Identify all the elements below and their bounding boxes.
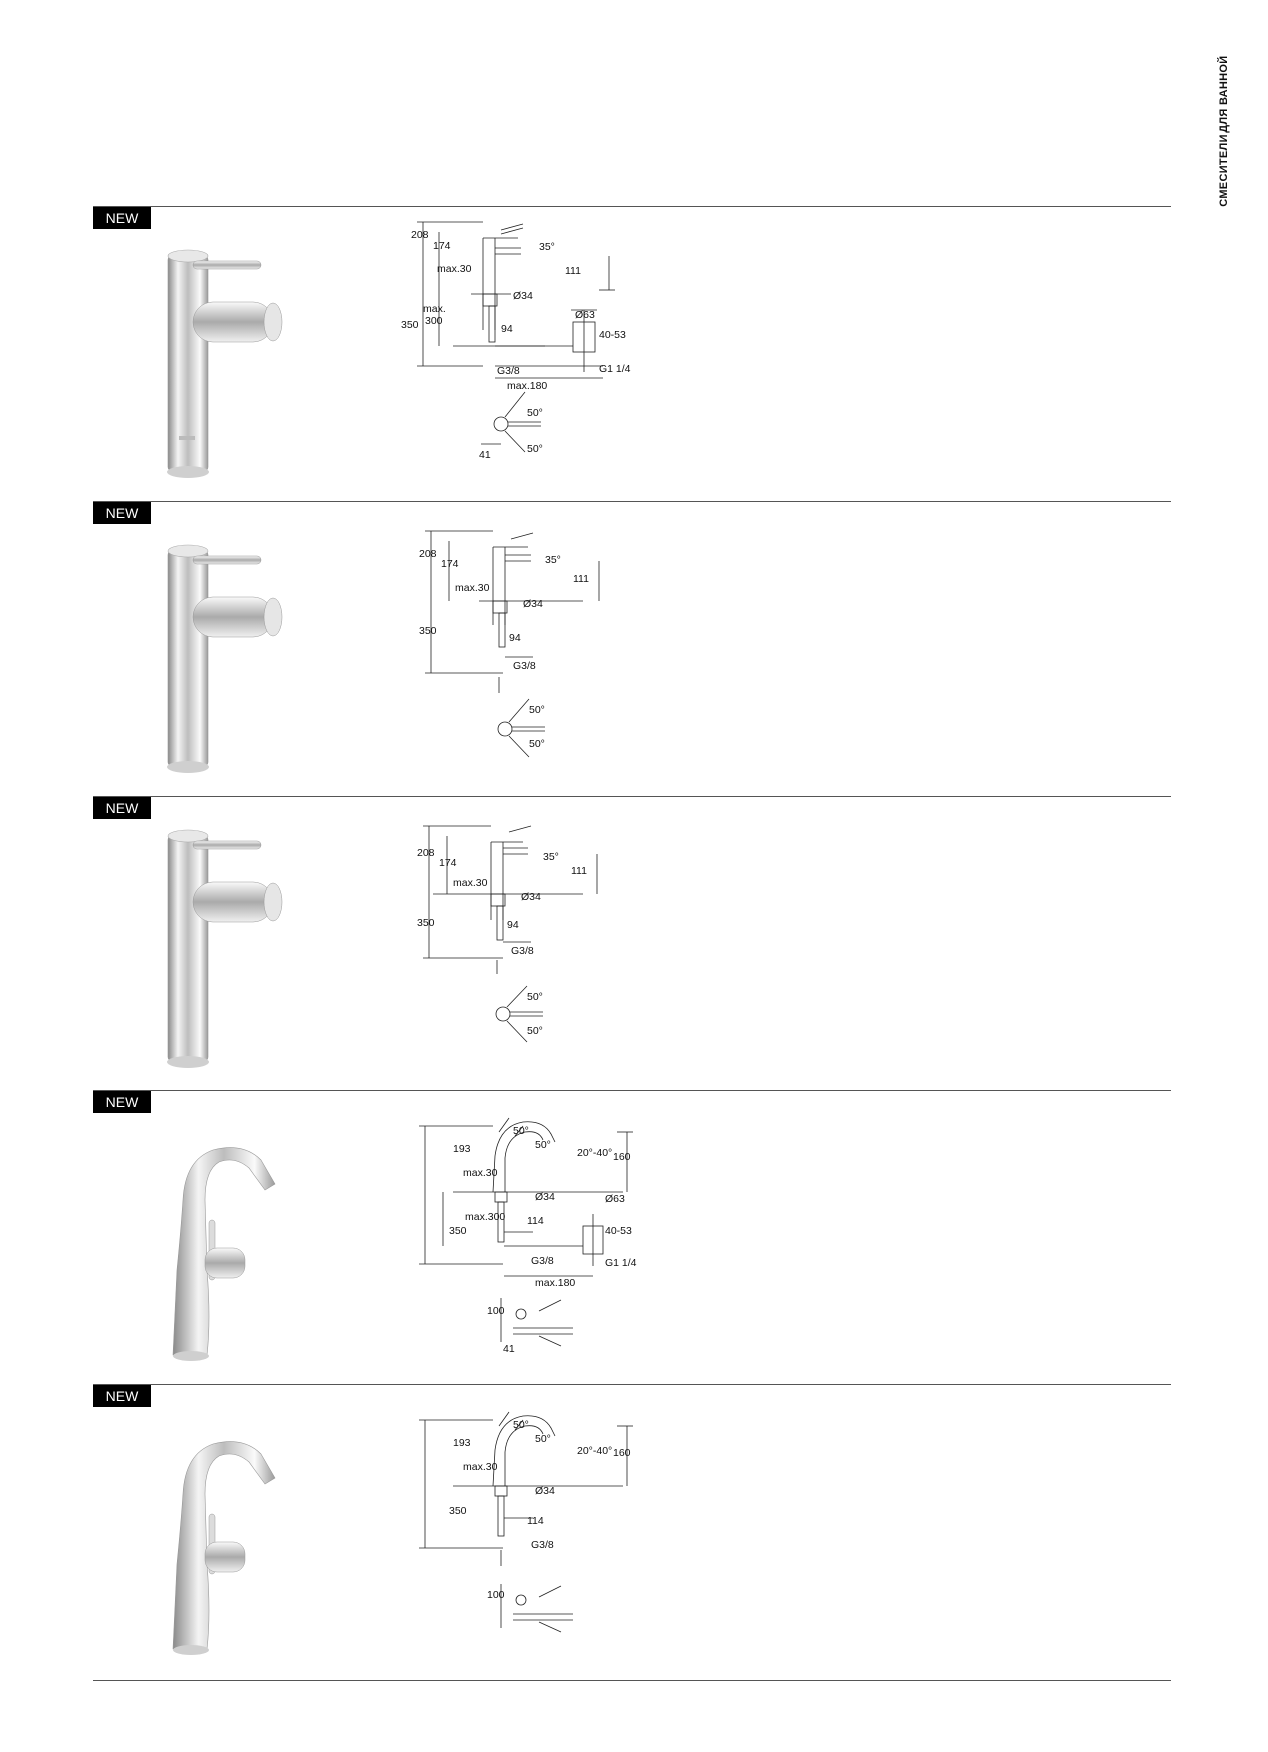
dim-max-deck: max.30 bbox=[455, 582, 490, 594]
dim-swivel-down: 50° bbox=[527, 443, 543, 455]
dim-thread: G3/8 bbox=[497, 365, 520, 377]
dim-waste-diameter: Ø63 bbox=[575, 309, 595, 321]
product-row-2: NEW 208 174 max.30 35° 111 Ø34 350 94 bbox=[93, 501, 1171, 797]
technical-drawing: 193 50° 50° 20°-40° 160 max.30 Ø34 max.3… bbox=[419, 1117, 637, 1355]
dim-swivel-up: 50° bbox=[529, 704, 545, 716]
dim-angle-lever: 50° bbox=[535, 1139, 551, 1151]
dim-offset: 94 bbox=[507, 919, 519, 931]
dim-lever: 41 bbox=[479, 449, 491, 461]
new-badge: NEW bbox=[93, 207, 151, 229]
section-divider bbox=[93, 206, 1171, 207]
section-tab: СМЕСИТЕЛИ ДЛЯ ВАННОЙ bbox=[1218, 56, 1231, 207]
dim-waste-range: 40-53 bbox=[605, 1225, 632, 1237]
dim-max-hole: max. bbox=[423, 303, 446, 315]
dim-plan-depth: 100 bbox=[487, 1589, 505, 1601]
section-divider bbox=[93, 1384, 1171, 1385]
dim-offset: 94 bbox=[501, 323, 513, 335]
faucet-photo bbox=[167, 829, 283, 1068]
dim-max-length: max.180 bbox=[535, 1277, 575, 1289]
dim-diameter: Ø34 bbox=[535, 1191, 555, 1203]
faucet-photo bbox=[172, 1147, 276, 1361]
dim-reach-height: 160 bbox=[613, 1447, 631, 1459]
dim-waste-range: 40-53 bbox=[599, 329, 626, 341]
dim-height-spout: 174 bbox=[433, 240, 451, 252]
dim-offset: 114 bbox=[527, 1215, 544, 1227]
dim-depth: 350 bbox=[449, 1225, 467, 1237]
technical-drawing: 208 174 max.30 35° 111 Ø34 350 94 G3/8 5… bbox=[417, 825, 598, 1043]
dim-max-deck: max.30 bbox=[463, 1461, 498, 1473]
dim-offset: 94 bbox=[509, 632, 521, 644]
dim-height-spout: 174 bbox=[439, 857, 457, 869]
dim-waste-diameter: Ø63 bbox=[605, 1193, 625, 1205]
dim-diameter: Ø34 bbox=[535, 1485, 555, 1497]
dim-spout-angle: 20°-40° bbox=[577, 1445, 612, 1457]
dim-height-total: 193 bbox=[453, 1437, 471, 1449]
dim-angle: 35° bbox=[545, 554, 561, 566]
dim-height-total: 208 bbox=[411, 229, 429, 241]
dim-height-spout: 174 bbox=[441, 558, 459, 570]
dim-angle-top: 50° bbox=[513, 1125, 529, 1137]
dim-swivel-up: 50° bbox=[527, 991, 543, 1003]
dim-depth: 350 bbox=[449, 1505, 467, 1517]
technical-drawing: 208 174 max.30 35° 111 Ø34 350 94 G3/8 5… bbox=[419, 530, 600, 758]
product-row-3: NEW 208 174 max.30 35° 111 Ø34 350 94 bbox=[93, 796, 1171, 1092]
dim-swivel-down: 50° bbox=[527, 1025, 543, 1037]
faucet-photo bbox=[172, 1441, 276, 1655]
dim-offset: 114 bbox=[527, 1515, 544, 1527]
dim-reach-height: 111 bbox=[565, 265, 581, 277]
technical-drawing: 193 50° 50° 20°-40° 160 max.30 Ø34 350 1… bbox=[419, 1411, 633, 1633]
dim-thread: G3/8 bbox=[531, 1255, 554, 1267]
dim-waste-thread: G1 1/4 bbox=[599, 363, 631, 375]
faucet-photo bbox=[167, 544, 283, 773]
section-divider bbox=[93, 501, 1171, 502]
dim-angle-lever: 50° bbox=[535, 1433, 551, 1445]
dim-max-deck: max.30 bbox=[463, 1167, 498, 1179]
dim-height-total: 193 bbox=[453, 1143, 471, 1155]
section-tab-line1: СМЕСИТЕЛИ bbox=[1218, 134, 1230, 207]
dim-max-deck: max.30 bbox=[437, 263, 472, 275]
dim-reach-height: 111 bbox=[573, 573, 589, 585]
page-bottom-divider bbox=[93, 1680, 1171, 1681]
dim-swivel-up: 50° bbox=[527, 407, 543, 419]
section-divider bbox=[93, 1090, 1171, 1091]
dim-reach-height: 160 bbox=[613, 1151, 631, 1163]
dim-thread: G3/8 bbox=[531, 1539, 554, 1551]
dim-max-deck: max.30 bbox=[453, 877, 488, 889]
dim-max-length: max.180 bbox=[507, 380, 547, 392]
section-tab-line2: ДЛЯ ВАННОЙ bbox=[1218, 56, 1230, 134]
dim-waste-thread: G1 1/4 bbox=[605, 1257, 637, 1269]
product-row-4: NEW 193 50° 50° 20°-40° 160 max. bbox=[93, 1090, 1171, 1386]
dim-swivel-down: 50° bbox=[529, 738, 545, 750]
dim-angle-top: 50° bbox=[513, 1419, 529, 1431]
dim-lever: 41 bbox=[503, 1343, 515, 1355]
dim-max-hole-value: 300 bbox=[425, 315, 443, 327]
faucet-photo bbox=[167, 249, 283, 478]
new-badge: NEW bbox=[93, 797, 151, 819]
dim-depth: 350 bbox=[401, 319, 419, 331]
new-badge: NEW bbox=[93, 1385, 151, 1407]
new-badge: NEW bbox=[93, 502, 151, 524]
dim-diameter: Ø34 bbox=[513, 290, 533, 302]
dim-thread: G3/8 bbox=[511, 945, 534, 957]
section-divider bbox=[93, 796, 1171, 797]
dim-reach-height: 111 bbox=[571, 865, 587, 877]
technical-drawing: 208 174 max.30 35° 111 Ø34 max. 300 350 … bbox=[401, 221, 631, 461]
dim-height-total: 208 bbox=[417, 847, 435, 859]
dim-angle: 35° bbox=[539, 241, 555, 253]
dim-thread: G3/8 bbox=[513, 660, 536, 672]
dim-diameter: Ø34 bbox=[521, 891, 541, 903]
product-row-1: NEW bbox=[93, 206, 1171, 502]
product-row-5: NEW 193 50° 50° 20°-40° 160 max.30 Ø34 3… bbox=[93, 1384, 1171, 1680]
dim-spout-angle: 20°-40° bbox=[577, 1147, 612, 1159]
dim-depth: 350 bbox=[419, 625, 437, 637]
dim-max-hole: max.300 bbox=[465, 1211, 505, 1223]
dim-height-total: 208 bbox=[419, 548, 437, 560]
dim-plan-depth: 100 bbox=[487, 1305, 505, 1317]
new-badge: NEW bbox=[93, 1091, 151, 1113]
dim-angle: 35° bbox=[543, 851, 559, 863]
dim-depth: 350 bbox=[417, 917, 435, 929]
dim-diameter: Ø34 bbox=[523, 598, 543, 610]
